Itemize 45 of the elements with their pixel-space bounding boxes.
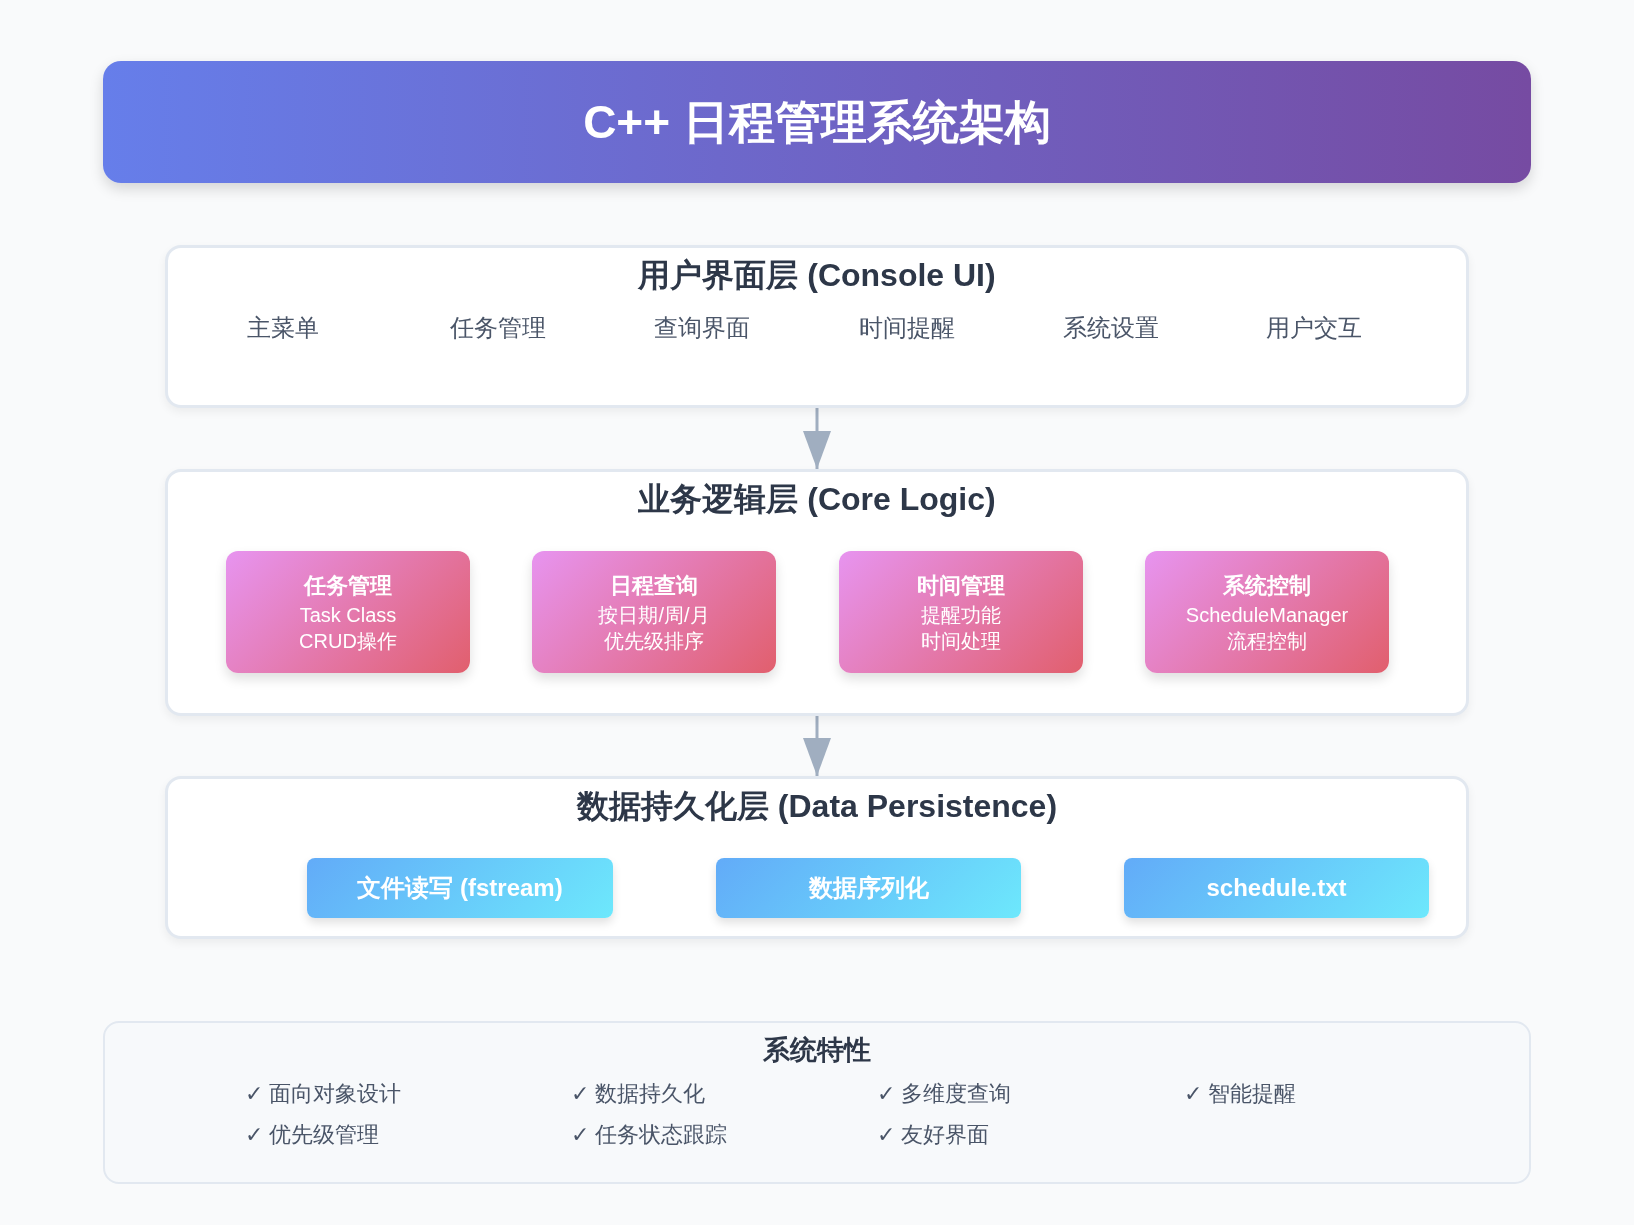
feature-item: ✓ 智能提醒 — [1184, 1080, 1297, 1108]
storage-box — [307, 858, 613, 918]
feature-item: ✓ 友好界面 — [877, 1121, 990, 1149]
card-text: Task Class — [299, 602, 397, 628]
arrow — [803, 408, 831, 469]
menu-item: 任务管理 — [450, 313, 546, 343]
menu-item: 系统设置 — [1063, 313, 1159, 343]
layer-panel — [165, 776, 1469, 939]
feature-item: ✓ 多维度查询 — [877, 1080, 1012, 1108]
arrow — [803, 716, 831, 776]
menu-item: 时间提醒 — [859, 313, 955, 343]
feature-item: ✓ 数据持久化 — [571, 1080, 706, 1108]
box-label: schedule.txt — [1206, 873, 1347, 903]
card-text: CRUD操作 — [299, 628, 397, 654]
layer-heading: 数据持久化层 (Data Persistence) — [576, 787, 1058, 826]
feature-item: ✓ 优先级管理 — [245, 1121, 380, 1149]
card-text: 按日期/周/月 — [598, 602, 710, 628]
card-title: 任务管理 — [304, 571, 392, 600]
panel-heading: 系统特性 — [763, 1034, 871, 1067]
card-text: 流程控制 — [1227, 628, 1307, 654]
module-card — [839, 551, 1083, 673]
module-card — [532, 551, 776, 673]
card-text: 时间处理 — [921, 628, 1001, 654]
storage-box — [716, 858, 1021, 918]
storage-box — [1124, 858, 1429, 918]
layer-heading: 用户界面层 (Console UI) — [638, 256, 996, 295]
card-text: 优先级排序 — [604, 628, 704, 654]
layer-heading: 业务逻辑层 (Core Logic) — [638, 480, 996, 519]
card-title: 系统控制 — [1223, 571, 1311, 600]
feature-item: ✓ 面向对象设计 — [245, 1080, 402, 1108]
card-text: 提醒功能 — [921, 602, 1001, 628]
menu-item: 用户交互 — [1266, 313, 1362, 343]
title-text: C++ 日程管理系统架构 — [583, 95, 1051, 150]
module-card — [1145, 551, 1389, 673]
box-label: 数据序列化 — [808, 873, 929, 903]
card-title: 日程查询 — [610, 571, 698, 600]
card-title: 时间管理 — [917, 571, 1005, 600]
layer-panel — [165, 245, 1469, 408]
layer-panel — [165, 469, 1469, 716]
card-text: ScheduleManager — [1185, 602, 1349, 628]
box-label: 文件读写 (fstream) — [357, 873, 563, 903]
menu-item: 主菜单 — [247, 313, 319, 343]
feature-item: ✓ 任务状态跟踪 — [571, 1121, 728, 1149]
module-card — [226, 551, 470, 673]
menu-item: 查询界面 — [654, 313, 750, 343]
